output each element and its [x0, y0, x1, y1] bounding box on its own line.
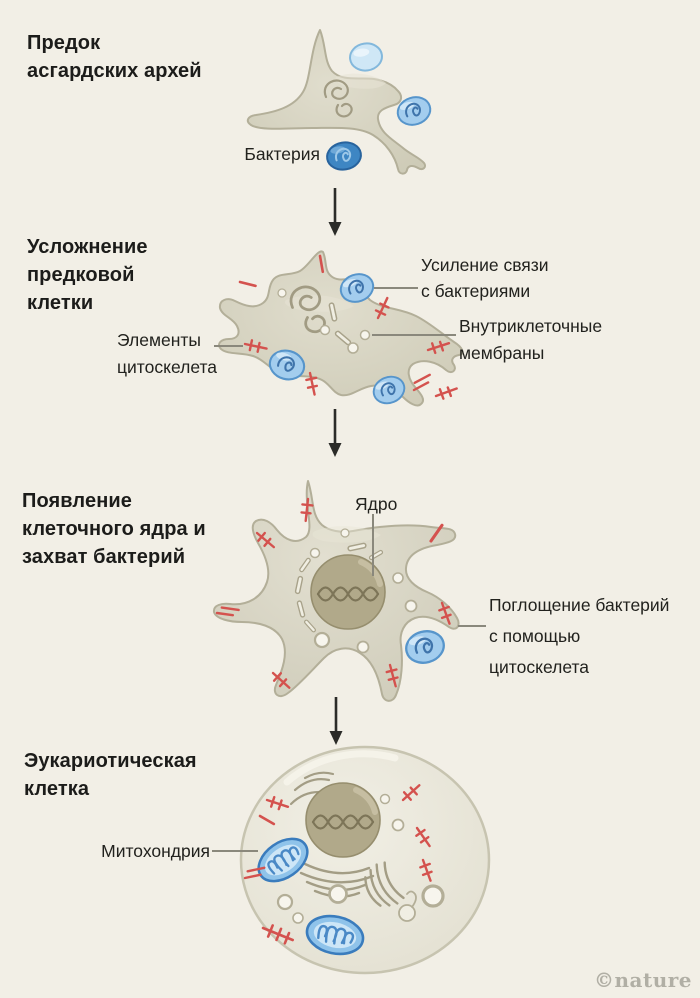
label-intracellular-membranes: Внутриклеточные мембраны — [459, 313, 602, 367]
vesicle — [379, 793, 391, 805]
vesicle — [276, 893, 294, 911]
vesicle — [277, 288, 287, 298]
leader-line-membranes — [372, 334, 456, 336]
heading-line: клетки — [27, 292, 94, 314]
label-line: цитоскелета — [117, 357, 218, 377]
label-line: Усиление связи — [421, 255, 549, 275]
nucleated-cell-illustration — [212, 480, 460, 702]
heading-ancestor-archaea: Предок асгардских архей — [27, 29, 202, 85]
vesicle — [391, 818, 405, 832]
vesicle — [340, 528, 350, 538]
leader-line-nucleus — [372, 514, 374, 576]
down-arrow-icon — [328, 697, 344, 747]
eukaryotic-cell-illustration — [239, 745, 491, 975]
nucleus-shape — [306, 783, 380, 857]
leader-line-mitochondrion — [212, 850, 258, 852]
heading-line: предковой — [27, 264, 135, 286]
nature-watermark: ©nature — [593, 968, 692, 992]
heading-line: Усложнение — [27, 236, 148, 258]
vesicle — [292, 912, 304, 924]
vesicle — [404, 599, 418, 613]
vesicle — [392, 572, 404, 584]
label-engulfment: Поглощение бактерий с помощью цитоскелет… — [489, 590, 669, 683]
label-nucleus: Ядро — [355, 494, 398, 514]
heading-eukaryotic-cell: Эукариотическая клетка — [24, 747, 197, 803]
heading-line: Предок — [27, 32, 101, 54]
heading-line: Появление — [22, 490, 132, 512]
vesicle — [359, 329, 371, 341]
golgi-apparatus — [299, 861, 405, 907]
vesicle — [319, 324, 331, 336]
vesicle — [356, 640, 370, 654]
cell-highlight — [283, 750, 399, 786]
nucleus-shape — [311, 555, 385, 629]
heading-complexification: Усложнение предковой клетки — [27, 233, 148, 317]
leader-line-bacteria-link — [374, 287, 418, 289]
label-mitochondrion: Митохондрия — [101, 841, 210, 861]
down-arrow-icon — [327, 409, 343, 459]
vesicle — [421, 884, 445, 908]
flask-vesicle — [398, 890, 417, 922]
bacterium-icon — [323, 138, 365, 174]
label-line: цитоскелета — [489, 657, 590, 677]
heading-line: клетка — [24, 778, 90, 800]
heading-line: клеточного ядра и — [22, 518, 206, 540]
label-line: с бактериями — [421, 281, 531, 301]
vesicle — [347, 342, 359, 354]
leader-line-cytoskeleton — [214, 345, 243, 347]
cytoskeleton-element — [238, 280, 257, 288]
cell-body — [246, 29, 427, 175]
vesicle — [328, 884, 348, 904]
bacterium-icon — [401, 625, 449, 669]
leader-line-engulfment — [458, 625, 486, 627]
label-bacterium: Бактерия — [244, 144, 320, 164]
label-bacteria-link: Усиление связи с бактериями — [421, 252, 549, 304]
vesicle — [313, 631, 331, 649]
heading-line: захват бактерий — [22, 546, 186, 568]
label-cytoskeleton-elements: Элементы цитоскелета — [117, 327, 217, 381]
er-fragments — [289, 771, 335, 806]
cytoskeleton-element — [433, 382, 460, 402]
cell-highlight — [335, 73, 386, 89]
complexified-cell-illustration — [218, 250, 464, 409]
ancestor-archaea-cell-illustration — [246, 29, 435, 175]
label-line: мембраны — [459, 343, 545, 363]
label-line: Поглощение бактерий — [489, 595, 670, 615]
label-line: с помощью — [489, 626, 581, 646]
label-line: Элементы — [117, 330, 201, 350]
heading-line: Эукариотическая — [24, 750, 197, 772]
heading-nucleus-capture: Появление клеточного ядра и захват бакте… — [22, 487, 206, 571]
vesicle — [309, 547, 321, 559]
down-arrow-icon — [327, 188, 343, 238]
bacterium-icon — [347, 40, 385, 74]
heading-line: асгардских архей — [27, 60, 202, 82]
label-line: Внутриклеточные — [459, 316, 603, 336]
